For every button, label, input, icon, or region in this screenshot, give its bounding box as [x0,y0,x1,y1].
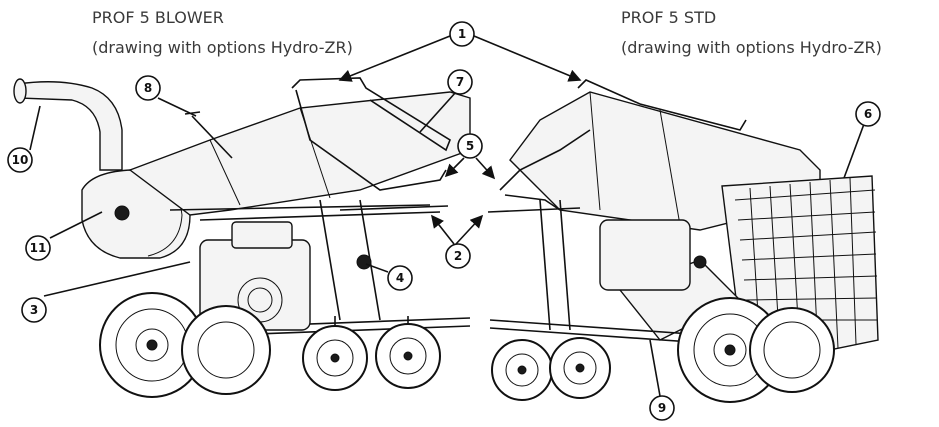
svg-text:2: 2 [454,249,462,263]
left-caster-wheel-2 [375,316,441,389]
callout-8: 8 [135,75,161,101]
left-title: PROF 5 BLOWER [92,8,224,27]
left-hopper [128,91,471,216]
left-subtitle: (drawing with options Hydro-ZR) [92,38,353,57]
callout-11: 11 [25,235,51,261]
callout-9: 9 [649,395,675,421]
right-caster-wheel-1 [491,339,553,401]
svg-text:4: 4 [396,271,404,285]
callout-10: 10 [7,147,33,173]
callout-2: 2 [445,243,471,269]
right-caster-wheel-2 [549,337,611,399]
callout-3: 3 [21,297,47,323]
std-machine [487,79,879,403]
blower-pipe-mouth [13,78,27,104]
left-big-wheel [99,292,205,398]
right-big-wheel-rear [749,307,835,393]
svg-text:11: 11 [30,241,47,255]
right-big-wheel [677,297,783,403]
left-caster-wheel-1 [302,316,368,391]
leader-lines [29,35,865,397]
right-engine [599,219,691,291]
blower-hub [114,205,130,221]
right-title: PROF 5 STD [621,8,716,27]
callout-7: 7 [447,69,473,95]
svg-text:6: 6 [864,107,872,121]
blower-machine [13,77,471,398]
callout-5: 5 [457,133,483,159]
svg-text:5: 5 [466,139,474,153]
left-big-wheel-rear [181,305,271,395]
callout-6: 6 [855,101,881,127]
svg-text:3: 3 [30,303,38,317]
svg-text:1: 1 [458,27,466,41]
callout-4: 4 [387,265,413,291]
blower-pipe [17,81,123,171]
svg-text:9: 9 [658,401,666,415]
svg-text:7: 7 [456,75,464,89]
callout-1: 1 [449,21,475,47]
svg-text:8: 8 [144,81,152,95]
svg-text:10: 10 [12,153,29,167]
right-subtitle: (drawing with options Hydro-ZR) [621,38,882,57]
